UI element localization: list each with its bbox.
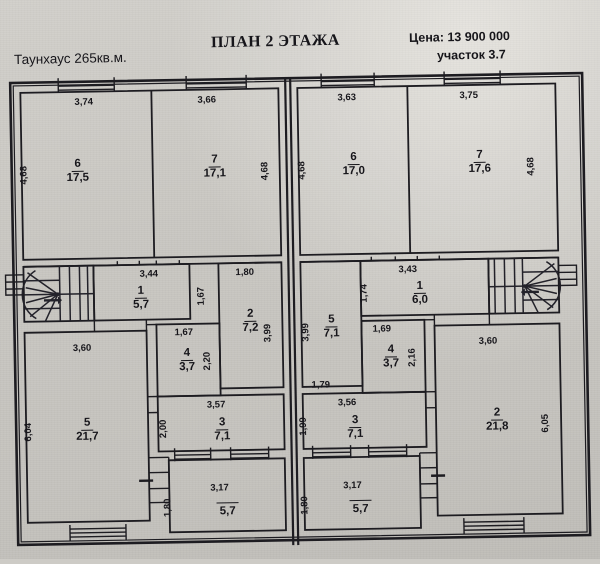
room-number: 1	[135, 286, 148, 299]
room-number: 6	[347, 152, 360, 165]
right-room-2-label: 2 21,8	[476, 402, 519, 434]
right-room-5-label: 5 7,1	[310, 309, 353, 341]
dim-right-room5-width: 1,79	[311, 379, 330, 390]
dim-right-room7-width: 3,75	[459, 90, 478, 101]
left-room-7-label: 7 17,1	[193, 149, 236, 181]
dim-right-room6-width: 3,63	[337, 92, 356, 103]
left-room-5-label: 5 21,7	[66, 412, 109, 444]
dim-left-room5-width: 3,60	[73, 343, 92, 354]
dim-left-room1-width: 3,44	[139, 268, 158, 279]
dim-left-roombottom-height: 1,80	[162, 498, 173, 517]
dim-left-room6-width: 3,74	[74, 97, 93, 108]
right-room-3-label: 3 7,1	[334, 410, 377, 442]
left-room-bottom-label: 5,7	[206, 498, 248, 519]
left-room-4-label: 4 3,7	[166, 343, 209, 375]
room-area: 17,0	[333, 165, 375, 179]
room-number: 4	[385, 344, 398, 357]
room-number: 4	[181, 348, 194, 361]
dim-right-room1-width: 3,43	[398, 264, 417, 275]
room-area: 21,7	[66, 430, 108, 444]
room-area: 5,7	[207, 503, 249, 519]
left-room-6-label: 6 17,5	[56, 153, 99, 185]
dim-left-room7-width: 3,66	[197, 94, 216, 105]
dim-right-room1-height: 1,74	[358, 284, 369, 303]
dim-left-room7-height: 4,68	[259, 162, 270, 181]
dim-right-room2-height: 6,05	[540, 414, 551, 433]
room-area: 7,2	[229, 322, 271, 336]
dim-right-room3-width: 3,56	[338, 397, 357, 408]
room-number: 3	[349, 415, 362, 428]
left-room-2-label: 2 7,2	[229, 304, 272, 336]
dim-right-roombottom-width: 3,17	[343, 480, 362, 491]
room-number: 5	[81, 418, 94, 431]
room-number: 3	[216, 417, 229, 430]
room-area: 7,1	[334, 428, 376, 442]
dim-left-room4-width: 1,67	[174, 327, 193, 338]
dim-left-room6-height: 4,68	[18, 166, 29, 185]
right-room-1-label: 1 6,0	[399, 276, 442, 308]
room-area: 3,7	[370, 357, 412, 371]
room-area: 21,8	[476, 420, 518, 434]
right-room-7-label: 7 17,6	[458, 144, 501, 176]
room-area: 7,1	[201, 430, 243, 444]
room-number: 6	[71, 159, 84, 172]
right-room-bottom-label: 5,7	[339, 496, 381, 517]
dim-left-room1-height: 1,67	[196, 287, 207, 306]
dim-right-room7-height: 4,68	[525, 157, 536, 176]
room-number: 7	[473, 150, 486, 163]
dim-left-room2-width: 1,80	[235, 267, 254, 278]
dim-right-room4-width: 1,69	[372, 323, 391, 334]
dim-left-room3-width: 3,57	[207, 399, 226, 410]
right-room-4-label: 4 3,7	[370, 339, 413, 371]
dim-right-room3-height: 1,99	[298, 417, 309, 436]
dim-left-room3-height: 2,00	[158, 420, 169, 439]
room-area: 5,7	[120, 298, 162, 312]
left-room-1-label: 1 5,7	[120, 280, 163, 312]
room-area: 3,7	[166, 361, 208, 375]
dim-left-room5-height: 6,04	[23, 423, 34, 442]
dim-right-roombottom-height: 1,80	[299, 496, 310, 515]
room-area: 17,6	[459, 162, 501, 176]
dim-right-room6-height: 4,68	[296, 161, 307, 180]
dim-left-roombottom-width: 3,17	[210, 482, 229, 493]
room-number: 5	[325, 314, 338, 327]
room-number: 2	[244, 309, 257, 322]
right-room-6-label: 6 17,0	[332, 147, 375, 179]
room-area: 17,1	[194, 167, 236, 181]
room-area: 6,0	[399, 294, 441, 308]
room-number: 1	[413, 281, 426, 294]
dim-right-room2-width: 3,60	[479, 336, 498, 347]
room-area: 5,7	[340, 501, 382, 517]
room-area: 17,5	[57, 171, 99, 185]
left-room-3-label: 3 7,1	[201, 412, 244, 444]
room-area: 7,1	[310, 327, 352, 341]
room-number: 7	[208, 154, 221, 167]
room-number: 2	[491, 407, 504, 420]
